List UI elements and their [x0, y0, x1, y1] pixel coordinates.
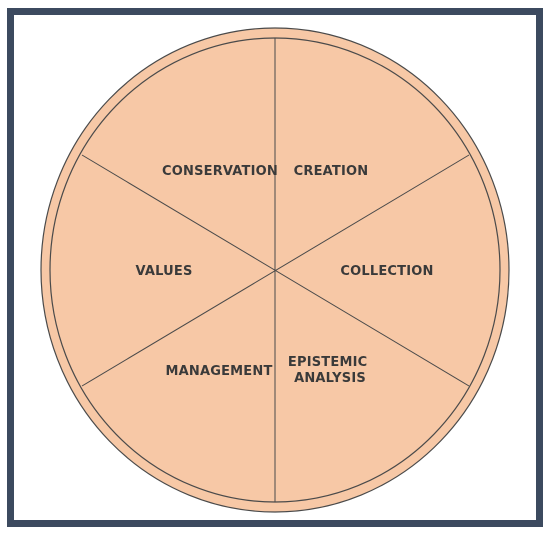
divider-diagonal-2: [81, 154, 470, 387]
segment-label-collection: COLLECTION: [340, 264, 433, 279]
segment-label-values: VALUES: [135, 264, 192, 279]
segment-label-creation: CREATION: [294, 164, 369, 179]
segment-label-conservation: CONSERVATION: [162, 164, 278, 179]
segment-label-management: MANAGEMENT: [165, 364, 272, 379]
segment-label-epistemic-analysis: EPISTEMIC ANALYSIS: [288, 355, 372, 386]
